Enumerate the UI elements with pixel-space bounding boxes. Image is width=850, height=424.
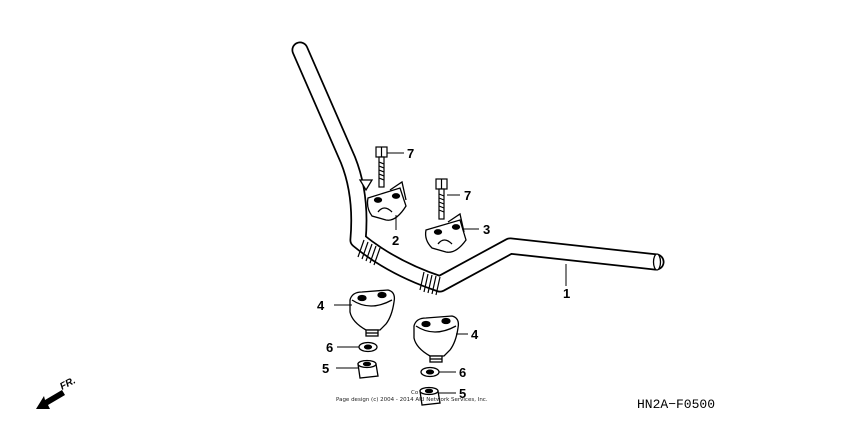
leader-lines [334, 152, 567, 394]
lower-holder-4b[interactable] [413, 315, 460, 363]
front-direction-indicator: FR. [36, 375, 78, 409]
callout-4b: 4 [471, 327, 479, 342]
knurl-band-right [419, 271, 441, 296]
callout-7a: 7 [407, 146, 414, 161]
callout-5b: 5 [459, 386, 466, 401]
front-arrow-icon [36, 390, 65, 409]
washer-6b[interactable] [420, 366, 440, 378]
callout-4a: 4 [317, 298, 325, 313]
copyright-notice: Page design (c) 2004 - 2014 ARI Network … [336, 397, 488, 403]
callout-3: 3 [483, 222, 490, 237]
handlebar[interactable] [291, 41, 665, 296]
nut-5b[interactable] [419, 386, 441, 406]
callout-6b: 6 [459, 365, 466, 380]
callout-7b: 7 [464, 188, 471, 203]
callout-2: 2 [392, 233, 399, 248]
bolt-7a[interactable] [375, 146, 388, 188]
upper-holder-3[interactable] [424, 212, 467, 253]
knurl-band-left [357, 239, 381, 266]
nut-5a[interactable] [357, 359, 379, 379]
bar-end [652, 253, 662, 271]
diagram-code: HN2A−F0500 [637, 397, 715, 412]
lower-holder-4a[interactable] [349, 289, 396, 337]
copyright-prefix: Co [411, 390, 419, 396]
callout-6a: 6 [326, 340, 333, 355]
callout-1: 1 [563, 286, 570, 301]
upper-holder-2[interactable] [358, 179, 407, 221]
front-label: FR. [58, 375, 77, 392]
washer-6a[interactable] [358, 341, 378, 353]
callout-5a: 5 [322, 361, 329, 376]
bolt-7b[interactable] [435, 178, 448, 220]
